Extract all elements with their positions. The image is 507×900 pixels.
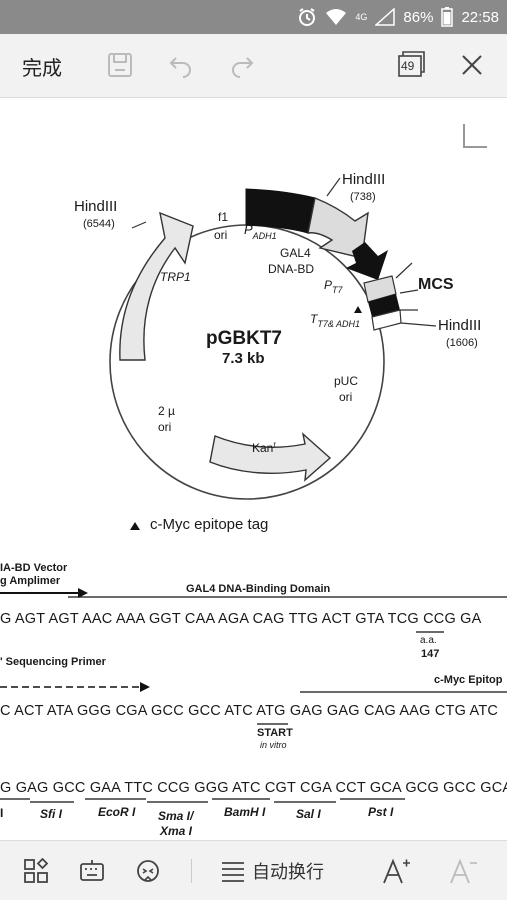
- enzyme-sfi: Sfi I: [40, 807, 63, 821]
- padh1-label: PADH1: [244, 222, 277, 241]
- f1-ori-label: ori: [214, 228, 228, 242]
- enzyme-ecori: EcoR I: [98, 805, 136, 819]
- battery-icon: [441, 7, 454, 27]
- hindiii-left-position: (6544): [83, 218, 115, 230]
- in-vitro-label: in vitro: [260, 740, 287, 750]
- apps-grid-icon[interactable]: [22, 855, 50, 887]
- sequence-row-1: G AGT AGT AAC AAA GGT CAA AGA CAG TTG AC…: [0, 611, 482, 627]
- hindiii-right-position: (1606): [446, 337, 478, 349]
- gal4-label: GAL4: [280, 246, 311, 260]
- trp1-label: TRP1: [160, 270, 191, 284]
- enzyme-psti: Pst I: [368, 805, 394, 819]
- page-count: 49: [401, 59, 415, 73]
- tt7-adh1-label: TT7& ADH1: [310, 312, 361, 329]
- document-content[interactable]: HindIII (6544) HindIII (738) HindIII (16…: [0, 98, 507, 840]
- keyboard-icon[interactable]: [78, 855, 106, 887]
- undo-icon[interactable]: [164, 48, 198, 82]
- hindiii-right-label: HindIII: [438, 317, 482, 334]
- voice-assistant-icon[interactable]: [134, 855, 162, 887]
- sequencing-primer-label: 'Sequencing Primer: [0, 656, 106, 668]
- gal4-domain-label: GAL4 DNA-Binding Domain: [186, 583, 331, 595]
- enzyme-smai: Sma I/: [158, 809, 194, 823]
- aa-number: 147: [421, 648, 440, 660]
- myc-epitope-label: c-Myc Epitop: [434, 674, 503, 686]
- pt7-label: PT7: [324, 278, 343, 295]
- bottom-toolbar: 自动换行: [0, 840, 507, 900]
- alarm-icon: [297, 7, 317, 27]
- save-icon[interactable]: [103, 48, 137, 82]
- plasmid-map: [0, 177, 507, 803]
- aa-label: a.a.: [420, 635, 437, 646]
- enzyme-partial: I: [0, 806, 4, 820]
- dna-bd-label: DNA-BD: [268, 262, 315, 276]
- vector-label-1: IA-BD Vector: [0, 562, 68, 574]
- start-label: START: [257, 727, 293, 739]
- redo-icon[interactable]: [225, 48, 259, 82]
- page-count-button[interactable]: 49: [394, 48, 428, 82]
- sequence-row-3: G GAG GCC GAA TTC CCG GGG ATC CGT CGA CC…: [0, 780, 507, 796]
- close-icon[interactable]: [455, 48, 489, 82]
- font-increase-icon[interactable]: [380, 855, 412, 887]
- two-micron-ori-label: ori: [158, 420, 172, 434]
- clock-time: 22:58: [461, 8, 499, 26]
- f1-label: f1: [218, 210, 229, 224]
- signal-icon: [375, 8, 396, 26]
- puc-label: pUC: [334, 374, 359, 388]
- status-bar: 4G 86% 22:58: [0, 0, 507, 34]
- toolbar-divider: [191, 859, 192, 883]
- hindiii-top-label: HindIII: [342, 171, 386, 188]
- wifi-icon: [325, 8, 347, 26]
- enzyme-xmai: Xma I: [160, 824, 193, 838]
- hindiii-top-position: (738): [350, 191, 376, 203]
- hindiii-left-label: HindIII: [74, 198, 118, 215]
- enzyme-sali: Sal I: [296, 807, 321, 821]
- kan-label: Kanr: [252, 440, 277, 455]
- plasmid-size: 7.3 kb: [222, 350, 265, 367]
- plasmid-name: pGBKT7: [206, 328, 282, 349]
- puc-ori-label: ori: [339, 390, 353, 404]
- page-corner-mark: [463, 124, 487, 148]
- battery-percent: 86%: [403, 8, 434, 26]
- sequence-row-2: C ACT ATA GGG CGA GCC GCC ATC ATG GAG GA…: [0, 703, 499, 719]
- word-wrap-button[interactable]: 自动换行: [220, 855, 324, 887]
- two-micron-label: 2 µ: [158, 404, 175, 418]
- vector-label-2: g Amplimer: [0, 575, 61, 587]
- top-toolbar: 完成 49: [0, 34, 507, 98]
- done-button[interactable]: 完成: [22, 58, 62, 80]
- enzyme-bamhi: BamH I: [224, 805, 266, 819]
- mcs-label: MCS: [418, 276, 454, 293]
- myc-tag-legend: c-Myc epitope tag: [150, 516, 269, 533]
- word-wrap-label: 自动换行: [252, 862, 324, 882]
- network-type: 4G: [355, 12, 368, 22]
- font-decrease-icon[interactable]: [447, 855, 479, 887]
